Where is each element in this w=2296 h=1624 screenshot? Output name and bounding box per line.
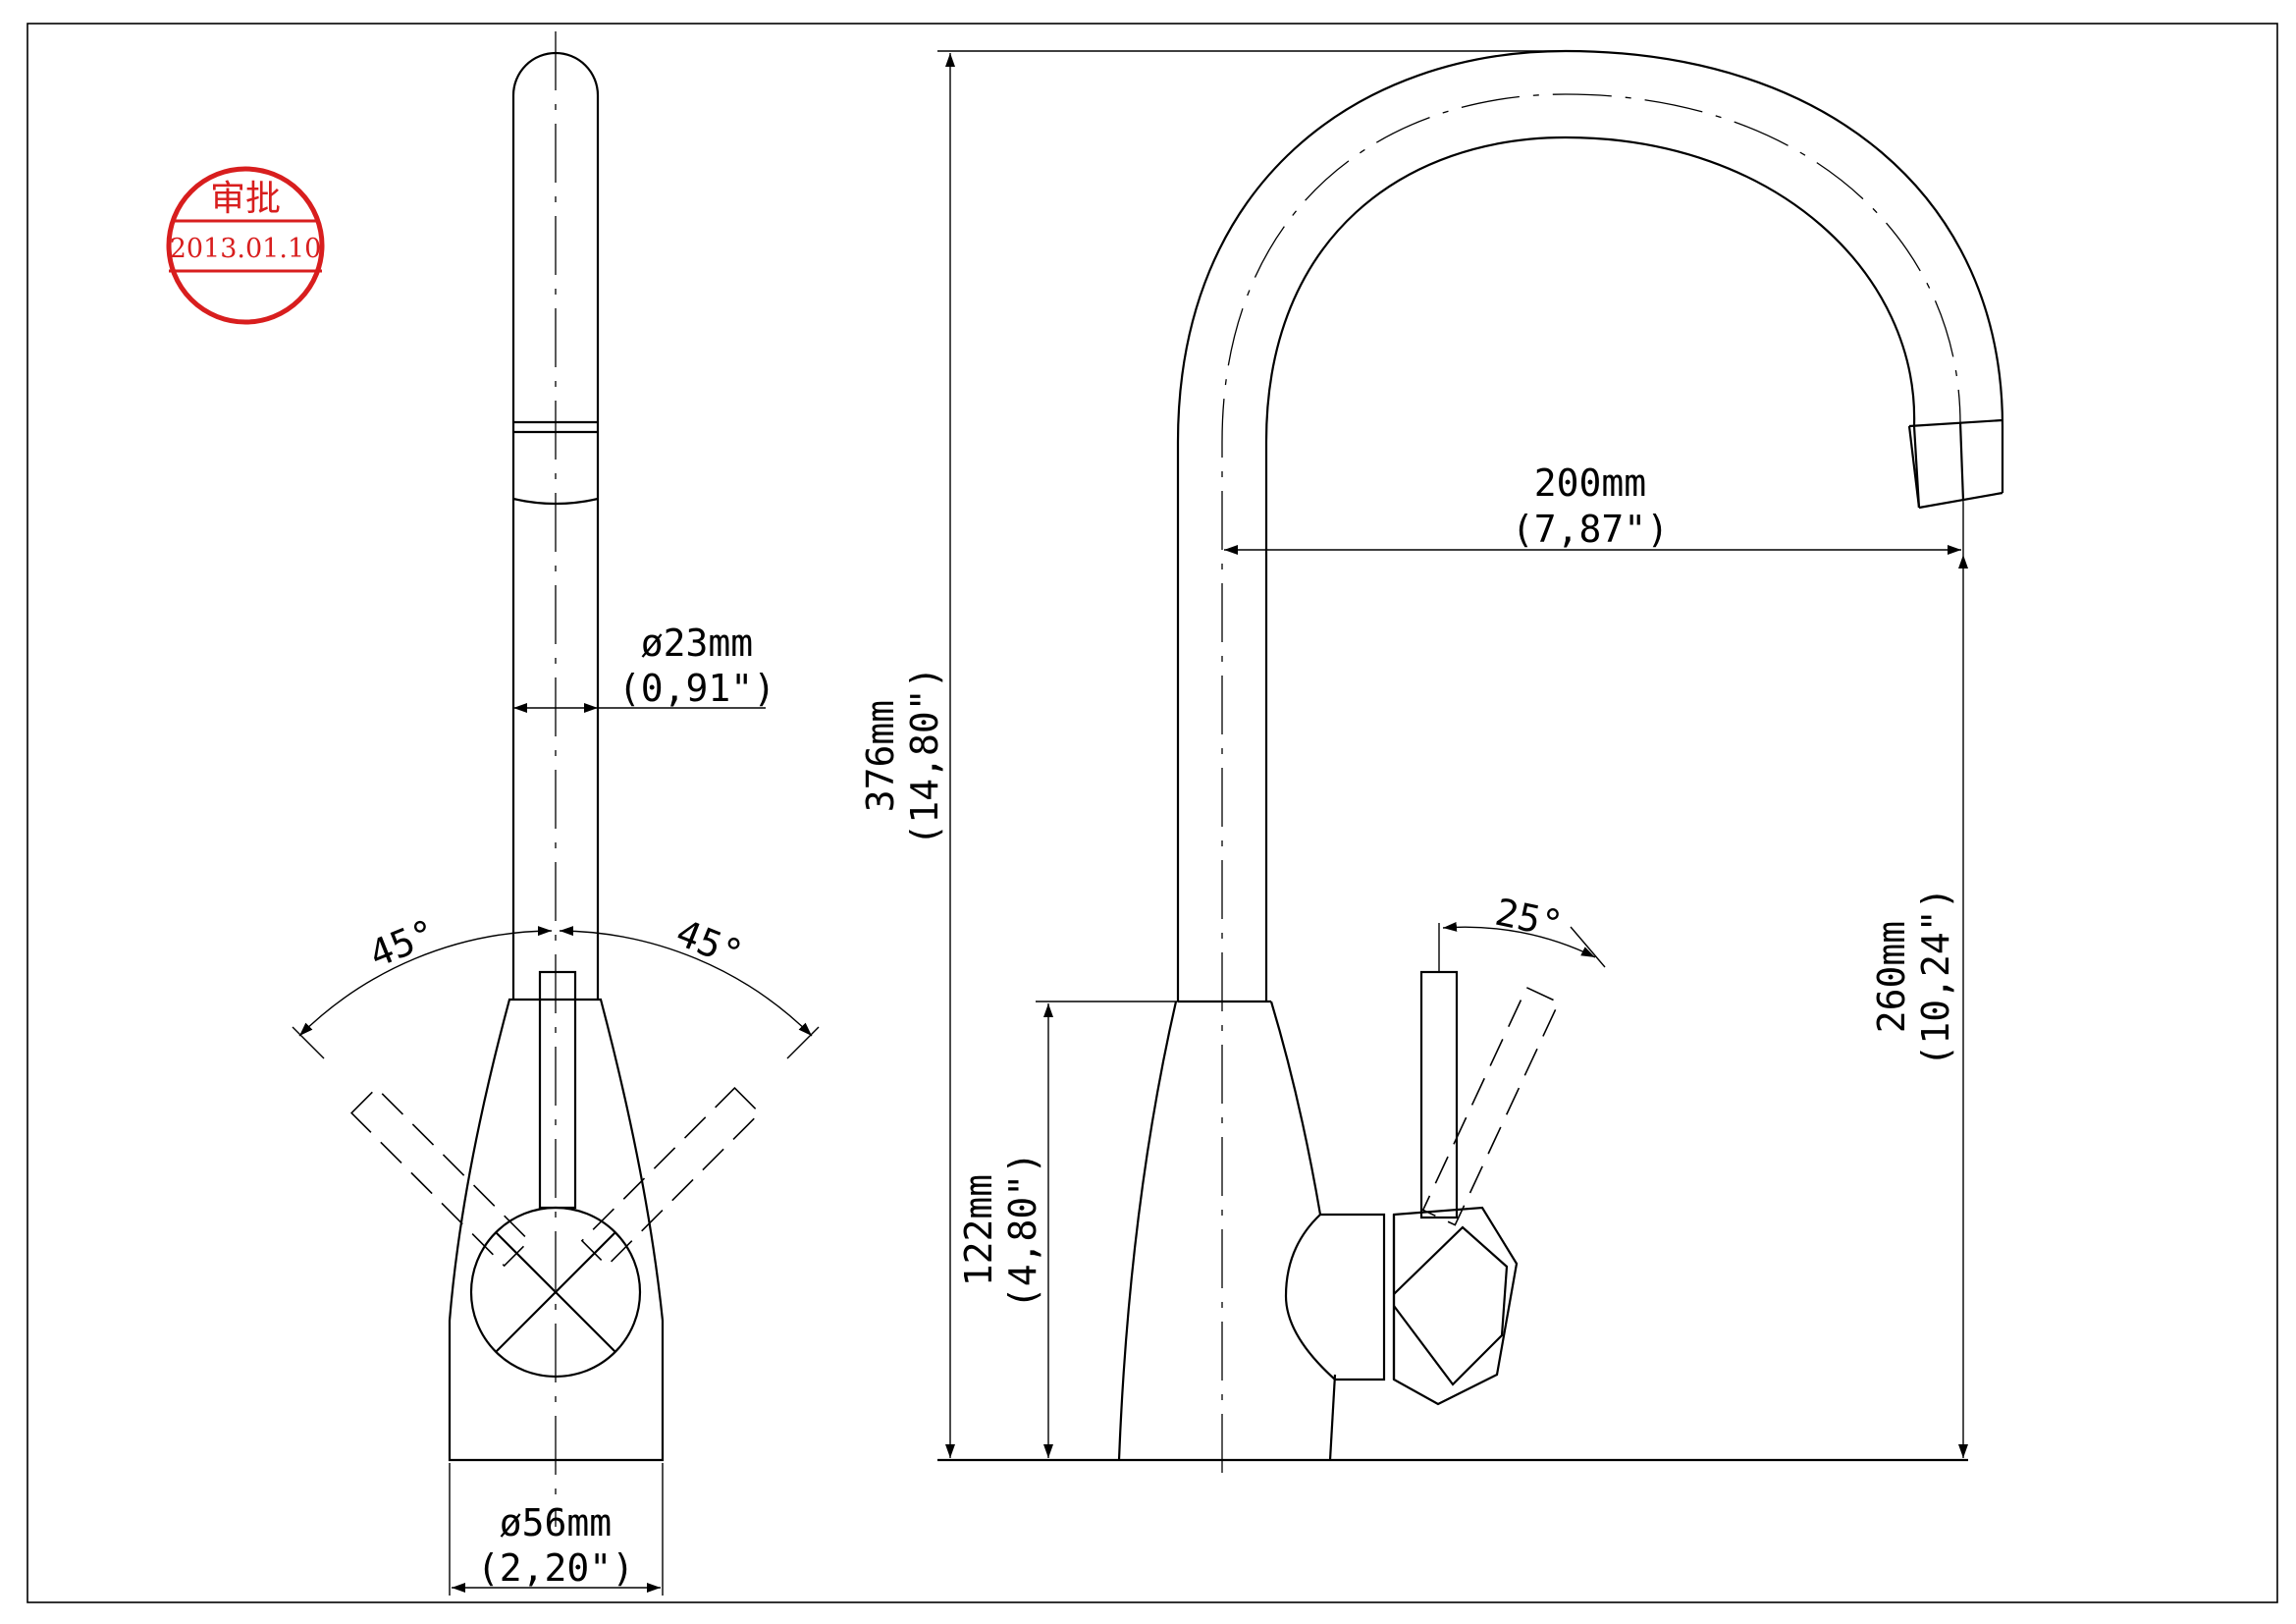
total-height-imperial: (14,80") [903, 666, 946, 845]
front-handle-center [538, 970, 577, 1210]
spout-height-imperial: (10,24") [1914, 887, 1957, 1066]
side-spout-inner [1264, 135, 1921, 1001]
base-diameter-metric: ø56mm [500, 1501, 612, 1544]
stamp-title: 审批 [210, 179, 281, 219]
side-spout-centerline [1221, 93, 1964, 1473]
side-body [1117, 1001, 1178, 1461]
body-height-imperial: (4,80") [1001, 1152, 1044, 1309]
body-height-metric: 122mm [957, 1174, 1000, 1286]
handle-angle-label: 25° [1492, 891, 1567, 947]
front-view: 45° 45° ø23mm (0,91") ø56mm (2,20") [292, 31, 820, 1596]
spout-reach-metric: 200mm [1534, 461, 1646, 505]
approval-stamp: 审批 2013.01.10 [166, 166, 325, 325]
front-cartridge [469, 1206, 642, 1379]
side-spout-outer [1176, 49, 2004, 1001]
spout-diameter-metric: ø23mm [641, 622, 753, 665]
stamp-date: 2013.01.10 [170, 234, 322, 264]
side-handle-lever-tilted [1421, 986, 1561, 1226]
side-handle-knob [1392, 1206, 1519, 1406]
handle-angle-arc [1442, 921, 1596, 958]
angle-label-left: 45° [363, 911, 442, 977]
front-body [448, 998, 665, 1462]
spout-diameter-imperial: (0,91") [618, 667, 775, 710]
angle-arc-left [298, 926, 553, 1037]
total-height-metric: 376mm [859, 700, 902, 812]
angle-label-right: 45° [670, 911, 749, 977]
spout-reach-imperial: (7,87") [1512, 508, 1669, 551]
base-diameter-imperial: (2,20") [477, 1546, 634, 1590]
front-spout [511, 51, 600, 1000]
side-handle-lever [1419, 970, 1459, 1219]
side-view: 25° 376mm (14,80") 122mm (4,80") 200mm (… [859, 49, 2004, 1473]
sheet-border [27, 23, 2278, 1603]
angle-arc-right [559, 926, 813, 1037]
side-cartridge [1284, 1213, 1386, 1381]
spout-height-metric: 260mm [1870, 921, 1913, 1033]
